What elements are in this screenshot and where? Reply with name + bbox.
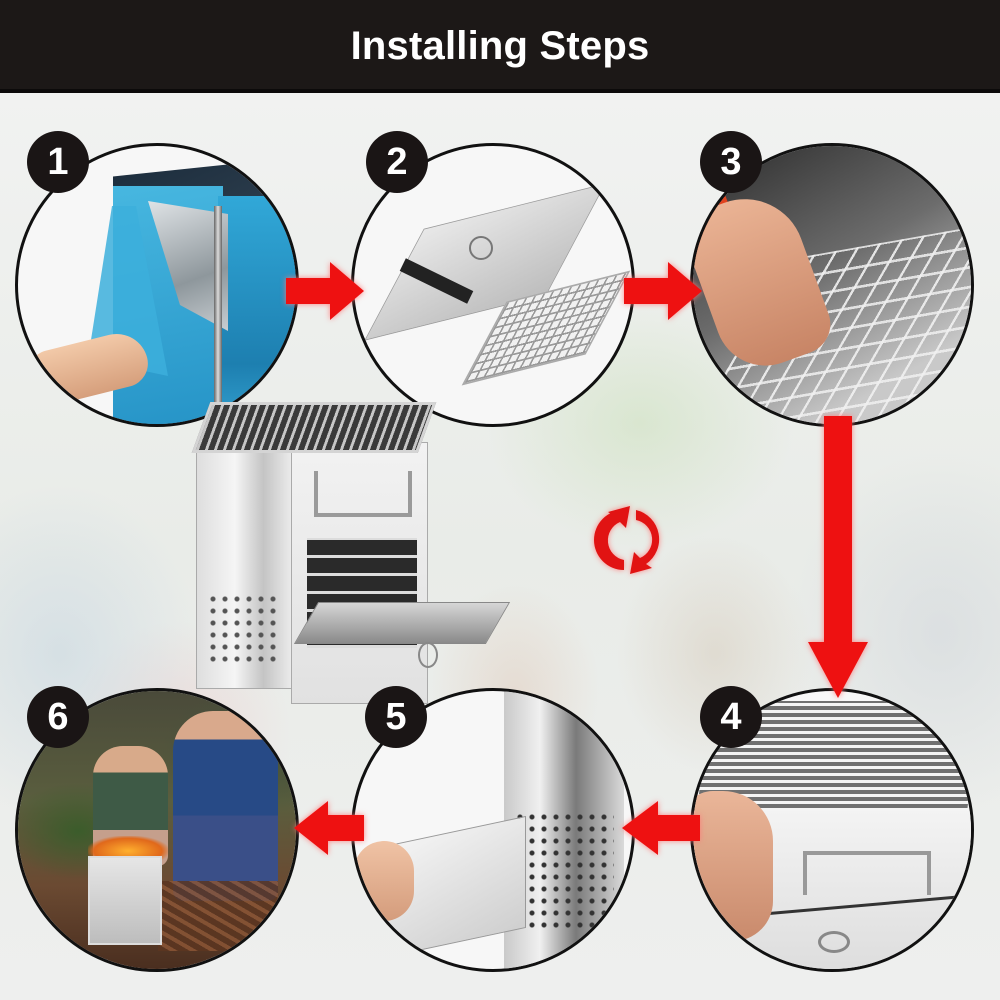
header-bar: Installing Steps: [0, 0, 1000, 93]
refresh-cycle-icon: [594, 506, 660, 574]
step-6-badge: 6: [27, 686, 89, 748]
step-number: 1: [47, 140, 69, 183]
arrow-right-icon: [286, 262, 364, 320]
step-number: 5: [385, 695, 407, 738]
arrow-right-icon: [624, 262, 702, 320]
step-3-badge: 3: [700, 131, 762, 193]
step-1-image: [15, 143, 299, 427]
step-4-badge: 4: [700, 686, 762, 748]
step-number: 2: [386, 140, 408, 183]
step-2-badge: 2: [366, 131, 428, 193]
arrow-left-icon: [294, 801, 364, 855]
step-1-badge: 1: [27, 131, 89, 193]
step-number: 3: [720, 140, 742, 183]
arrow-down-icon: [808, 416, 868, 698]
step-5-badge: 5: [365, 686, 427, 748]
step-number: 4: [720, 695, 742, 738]
page-title: Installing Steps: [350, 24, 650, 68]
arrow-left-icon: [622, 801, 700, 855]
step-3-image: [690, 143, 974, 427]
step-number: 6: [47, 695, 69, 738]
product-stove-image: [191, 402, 511, 704]
